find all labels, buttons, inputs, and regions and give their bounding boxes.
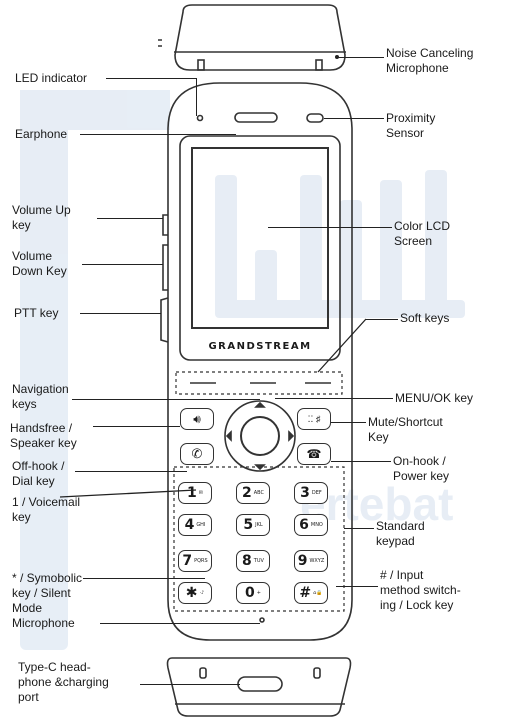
nav-ring xyxy=(224,400,296,472)
brand-logo: GRANDSTREAM xyxy=(208,341,312,352)
keypad-key[interactable]: ✱·♪ xyxy=(178,582,212,604)
key-letters: WXYZ xyxy=(309,558,325,564)
key-letters: ·♪ xyxy=(199,590,205,596)
side-volume-down xyxy=(162,244,168,291)
top-cap xyxy=(174,4,346,71)
key-digit: 6 xyxy=(299,517,309,533)
lcd-screen xyxy=(191,147,329,329)
label-vol-up: Volume Up key xyxy=(12,203,71,232)
side-ptt xyxy=(160,297,169,343)
keypad-key[interactable]: 1✉ xyxy=(178,482,212,504)
power-key[interactable]: ☎ xyxy=(297,443,331,465)
key-letters: TUV xyxy=(253,558,264,564)
key-letters: GHI xyxy=(196,522,206,528)
key-letters: + xyxy=(256,590,261,596)
label-nav: Navigation keys xyxy=(12,382,69,411)
key-digit: # xyxy=(299,585,312,601)
label-mic: Microphone xyxy=(12,616,75,630)
speaker-key[interactable]: 🔊︎ xyxy=(180,408,214,430)
label-mute: Mute/Shortcut Key xyxy=(368,415,443,444)
label-keypad: Standard keypad xyxy=(376,519,425,548)
keypad-key[interactable]: 0+ xyxy=(236,582,270,604)
proximity-sensor xyxy=(306,113,324,123)
label-soft: Soft keys xyxy=(400,311,450,325)
key-digit: 8 xyxy=(242,553,252,569)
led-indicator xyxy=(196,114,204,122)
label-star: * / Symobolic key / Silent Mode xyxy=(12,571,83,615)
key-letters: ⌂🔒 xyxy=(313,590,323,596)
screen-bezel xyxy=(179,135,341,361)
key-digit: 9 xyxy=(297,553,308,569)
side-volume-up xyxy=(162,214,168,236)
key-letters: JKL xyxy=(255,522,263,528)
key-digit: ✱ xyxy=(185,585,198,601)
microphone-hole xyxy=(259,617,265,623)
mute-icon: ⁚⁚ ♯ xyxy=(307,413,321,424)
label-led: LED indicator xyxy=(15,71,88,85)
key-digit: 7 xyxy=(182,553,193,569)
label-earphone: Earphone xyxy=(15,127,68,141)
speaker-icon: 🔊︎ xyxy=(193,411,201,426)
label-onhook: On-hook / Power key xyxy=(393,454,450,483)
dial-key[interactable]: ✆ xyxy=(180,443,214,465)
key-digit: 5 xyxy=(243,517,254,533)
key-letters: MNO xyxy=(310,522,323,528)
label-typec: Type-C head- phone &charging port xyxy=(18,660,109,704)
key-digit: 3 xyxy=(300,485,310,501)
bottom-cap xyxy=(166,657,352,717)
label-menu: MENU/OK key xyxy=(395,391,474,405)
key-digit: 4 xyxy=(184,517,195,533)
key-letters: ABC xyxy=(253,490,264,496)
label-ptt: PTT key xyxy=(14,306,59,320)
label-voicemail: 1 / Voicemail key xyxy=(12,495,81,524)
key-digit: 1 xyxy=(187,485,197,501)
label-vol-down: Volume Down Key xyxy=(12,249,67,278)
label-hash: # / Input method switch- ing / Lock key xyxy=(380,568,461,612)
key-letters: PQRS xyxy=(194,558,208,564)
earphone xyxy=(234,112,278,123)
key-digit: 0 xyxy=(245,585,255,601)
label-offhook: Off-hook / Dial key xyxy=(12,459,65,488)
label-handsfree: Handsfree / Speaker key xyxy=(10,421,77,450)
key-letters: ✉ xyxy=(198,490,203,496)
key-letters: DEF xyxy=(311,490,322,496)
key-digit: 2 xyxy=(241,485,252,501)
menu-ok-key xyxy=(240,416,280,456)
label-proximity: Proximity Sensor xyxy=(386,111,436,140)
mute-key[interactable]: ⁚⁚ ♯ xyxy=(297,408,331,430)
keypad-frame xyxy=(173,466,345,612)
phone-body xyxy=(167,82,353,641)
label-noise-mic: Noise Canceling Microphone xyxy=(386,46,474,75)
soft-keys-frame xyxy=(175,371,343,395)
hangup-icon: ☎ xyxy=(306,447,322,461)
label-lcd: Color LCD Screen xyxy=(394,219,451,248)
phone-icon: ✆ xyxy=(191,446,203,461)
keypad-key[interactable]: #⌂🔒 xyxy=(294,582,328,604)
